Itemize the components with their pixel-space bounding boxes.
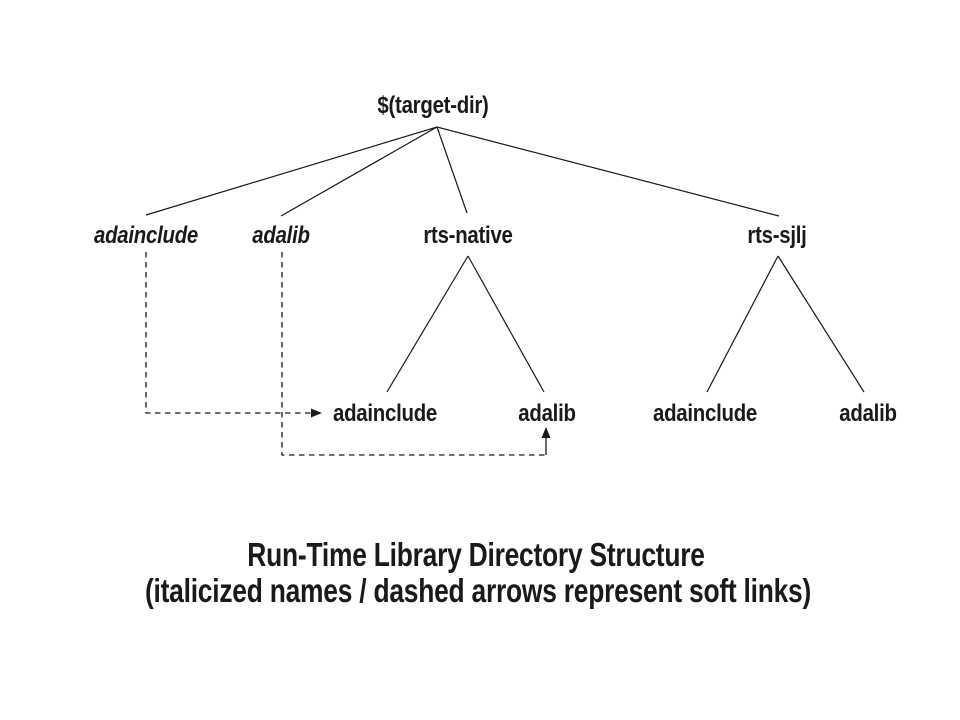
edge-rts-sjlj-adainclude — [706, 255, 779, 393]
caption-line2: (italicized names / dashed arrows repres… — [144, 572, 812, 609]
caption-line1: Run-Time Library Directory Structure — [247, 536, 705, 573]
edge-root-rts-native — [436, 126, 468, 214]
edge-rts-native-adainclude — [386, 255, 469, 393]
soft-link-arrowhead-adainclude — [311, 408, 322, 418]
node-rts-native-adainclude: adainclude — [332, 400, 438, 427]
node-rts-sjlj-adalib: adalib — [839, 400, 897, 427]
node-link-adalib: adalib — [252, 222, 310, 249]
node-link-adainclude: adainclude — [93, 222, 199, 249]
edge-root-adainclude — [145, 126, 438, 216]
node-rts-sjlj-adainclude: adainclude — [652, 400, 758, 427]
node-rts-native: rts-native — [423, 222, 513, 249]
node-target-dir: $(target-dir) — [377, 92, 489, 119]
edge-root-rts-sjlj — [436, 126, 780, 217]
edge-rts-native-adalib — [467, 255, 545, 393]
edge-root-adalib — [280, 126, 438, 217]
soft-link-arrowhead-adalib — [541, 427, 551, 438]
soft-link-path-adainclude — [145, 252, 311, 414]
soft-link-path-adalib — [281, 252, 546, 456]
node-rts-sjlj: rts-sjlj — [747, 222, 807, 249]
node-rts-native-adalib: adalib — [518, 400, 576, 427]
edge-rts-sjlj-adalib — [777, 255, 865, 393]
